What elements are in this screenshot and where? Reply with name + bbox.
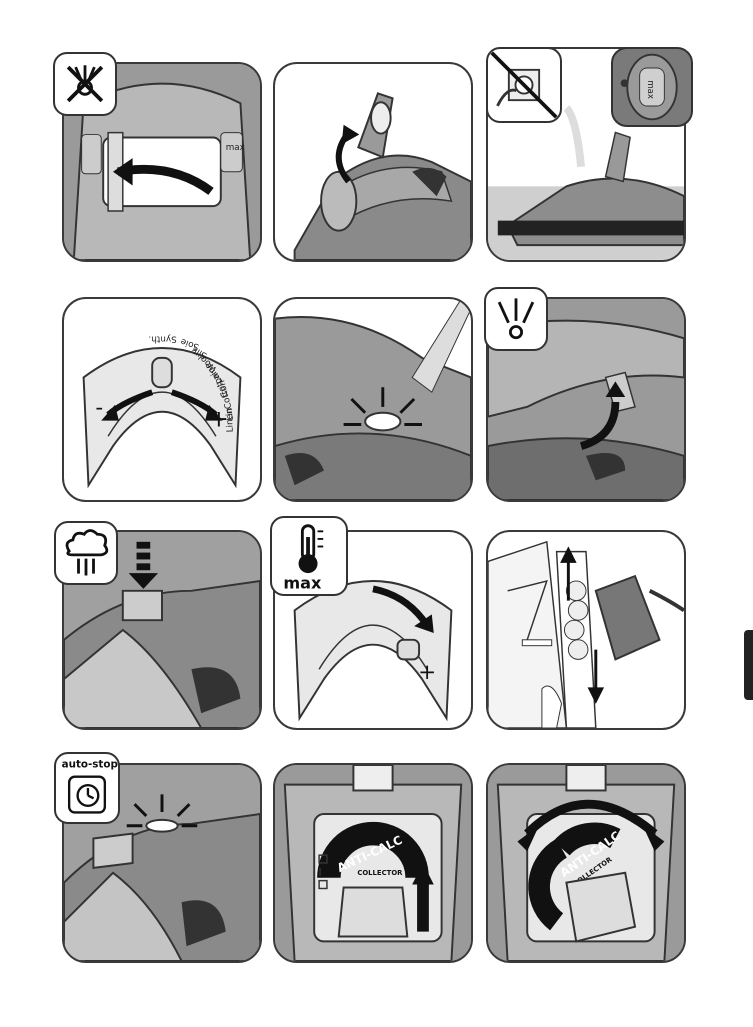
panel-anti-calc-rotate: ANTI-CALC COLLECTOR bbox=[486, 763, 686, 963]
auto-stop-timer-icon: auto-stop bbox=[56, 754, 118, 822]
max-mark: max bbox=[226, 143, 245, 153]
temperature-dial-illustration: - + Synth. Soie Silk Wool Laine Coton Co… bbox=[64, 299, 260, 500]
anti-calc-subtitle: COLLECTOR bbox=[357, 869, 403, 877]
section-side-tab bbox=[744, 630, 753, 700]
no-steam-icon bbox=[55, 54, 115, 114]
panel-anti-calc-open: ANTI-CALC COLLECTOR bbox=[273, 763, 473, 963]
tank-max-mark: max bbox=[645, 80, 655, 99]
panel-vertical-steam bbox=[486, 530, 686, 730]
steam-boost-badge bbox=[54, 521, 118, 585]
tank-max-inset: max bbox=[611, 47, 693, 127]
vertical-steam-illustration bbox=[488, 532, 684, 728]
max-temperature-badge: max bbox=[270, 516, 348, 596]
indicator-light-illustration bbox=[275, 299, 471, 500]
auto-stop-badge: auto-stop bbox=[54, 752, 120, 824]
water-tank-max-icon: max bbox=[613, 49, 691, 125]
anti-calc-rotate-illustration: ANTI-CALC COLLECTOR bbox=[488, 765, 684, 961]
setting-synth: Synth. bbox=[148, 333, 176, 343]
unplugged-socket-icon bbox=[488, 49, 560, 121]
setting-linen: Linen bbox=[225, 408, 236, 432]
increase-sign-max: + bbox=[418, 660, 436, 685]
iron-side-illustration bbox=[275, 64, 471, 260]
decrease-sign: - bbox=[95, 396, 103, 421]
auto-stop-label: auto-stop bbox=[62, 758, 118, 770]
steam-jet-badge bbox=[484, 287, 548, 351]
thermometer-icon: max bbox=[272, 518, 346, 594]
no-steam-badge bbox=[53, 52, 117, 116]
panel-temperature-dial: - + Synth. Soie Silk Wool Laine Coton Co… bbox=[62, 297, 262, 502]
anti-calc-open-illustration: ANTI-CALC COLLECTOR bbox=[275, 765, 471, 961]
unplug-badge bbox=[486, 47, 562, 123]
panel-open-filler-cap bbox=[273, 62, 473, 262]
panel-indicator-light bbox=[273, 297, 473, 502]
max-badge-label: max bbox=[283, 573, 322, 592]
steam-jet-icon bbox=[486, 289, 546, 349]
steam-boost-icon bbox=[56, 523, 116, 583]
